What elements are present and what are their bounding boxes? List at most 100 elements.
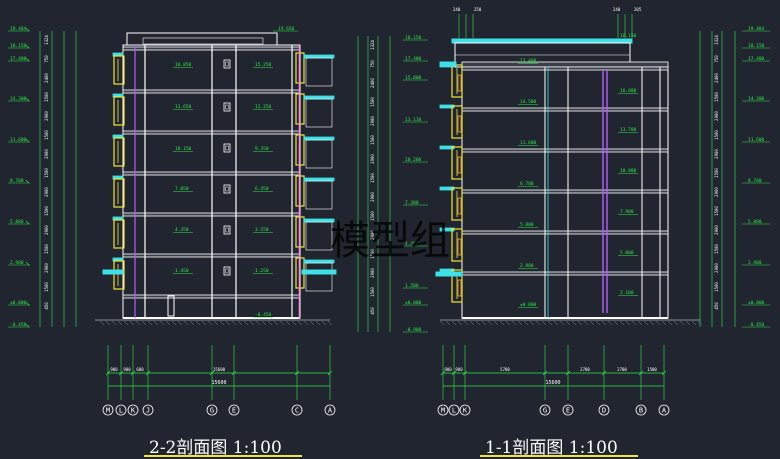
right-balcony-rail [451,228,463,262]
title-underline-right [480,455,638,457]
left-outer-elev-label: 5.800 [10,219,24,225]
right-ground-hatch [445,320,451,326]
left-balcony-rail [113,260,125,290]
left-outer-elev-label: ±0.000 [10,300,27,306]
right-orange-mark [457,115,462,133]
right-axis-label: G [543,407,547,415]
left-outer-elev-label: 14.300 [10,96,27,102]
left-ground-hatch [105,320,111,326]
left-east-cap [303,54,335,59]
left-vertical-dim-label: 1500 [44,130,49,140]
left-vertical-dim-label: 1500 [44,282,49,292]
left-ground-hatch [219,320,225,326]
left-ground-hatch [177,320,183,326]
left-ground-hatch [297,320,303,326]
left-stair-door [223,102,231,112]
left-ground-hatch [231,320,237,326]
right-orange-mark [457,197,462,215]
left-outer-elev-label: 19.484 [10,26,27,32]
right-ground-hatch [673,320,679,326]
right-vertical-dim-label: 1500 [714,168,719,178]
left-vertical-dim-label: 450 [44,302,49,310]
title-right: 1-1剖面图 1:100 [485,433,618,458]
right-vertical-dim-label: 2900 [714,225,719,235]
left-vertical-dim-label: 1500 [44,206,49,216]
right-ground-hatch [529,320,535,326]
right-ground-hatch [565,320,571,326]
right-ground-hatch [457,320,463,326]
left-dim-small-label: 600 [136,367,144,372]
right-orange-mark [457,156,462,174]
right-ground-hatch [541,320,547,326]
mid-vertical-dim-label: 2400 [370,78,375,88]
right-axis-bubble [437,404,449,416]
left-east-rail [295,52,305,84]
right-outer-elev-label: 8.700 [748,178,762,184]
left-vertical-dim-label: 750 [44,55,49,63]
right-ground-hatch [625,320,631,326]
mid-vertical-dim-label: 1500 [370,211,375,221]
right-vertical-dim-label: 1500 [714,130,719,140]
right-dim-segment-label: 900 [444,367,452,372]
right-interior-elev-label: 5.000 [620,250,634,256]
right-ground-hatch [679,320,685,326]
mid-vertical-dim-label: 750 [370,60,375,68]
right-axis-bubble [562,404,574,416]
left-ground-hatch [141,320,147,326]
left-vertical-dim-label: 2900 [44,225,49,235]
left-vertical-dim-label: 1500 [44,92,49,102]
left-interior-elev-label: 1.250 [255,268,269,274]
right-vertical-dim-label: 1324 [714,35,719,45]
left-outer-elev-tick [25,261,30,266]
left-tick [118,370,124,376]
right-ground-hatch [691,320,697,326]
left-dim-total-label: 15600 [211,380,226,386]
left-axis-bubble [127,404,139,416]
right-ground-hatch [601,320,607,326]
mid-vertical-dim-label: 2900 [370,268,375,278]
left-outer-elev-tick [25,27,30,32]
right-ground-hatch [577,320,583,326]
right-ground-hatch [505,320,511,326]
left-outer-elev-tick [25,44,30,49]
right-ground-hatch [655,320,661,326]
left-vertical-dim-label: 2900 [44,111,49,121]
right-roof-elev-label: 18.150 [620,33,637,39]
mid-elev-label: 17.400 [405,56,422,62]
right-tick [440,370,446,376]
right-ground-hatch [511,320,517,326]
right-ground-hatch [475,320,481,326]
mid-elev-label: 10.200 [405,157,422,163]
mid-vertical-dim-label: 2900 [370,154,375,164]
right-interior-elev-label: 10.800 [620,168,637,174]
left-dim-mid-label: 15600 [213,367,226,372]
right-dim-segment-label: 2700 [580,367,590,372]
mid-elev-label: 13.110 [405,117,422,123]
right-ground-hatch [523,320,529,326]
mid-vertical-dim-label: 1324 [370,40,375,50]
left-outer-elev-label: 11.600 [10,137,27,143]
left-ground-hatch [273,320,279,326]
left-east-balcony [305,139,333,169]
right-axis-bubble [658,404,670,416]
mid-elev-label: 1.500 [405,283,419,289]
left-east-balcony [305,262,333,292]
left-stair-door [223,59,231,69]
left-ground-hatch [255,320,261,326]
right-outer-elev-label: 14.300 [748,96,765,102]
left-ground-hatch [321,320,327,326]
left-stair-door-inner [225,268,229,274]
right-balcony-rail [451,105,463,139]
right-balcony-rail [451,146,463,180]
left-ground-hatch [315,320,321,326]
left-interior-elev-label: 12.250 [255,104,272,110]
left-roof-elev-label: 19.650 [278,26,295,32]
left-axis-label: L [119,407,123,415]
left-stair-door-inner [225,186,229,192]
right-ground-hatch [667,320,673,326]
title-right-text: 1-1剖面图 1:100 [485,438,618,458]
left-east-cap [303,95,335,100]
right-vertical-dim-label: 2900 [714,263,719,273]
left-interior-elev-label: 15.250 [255,62,272,68]
